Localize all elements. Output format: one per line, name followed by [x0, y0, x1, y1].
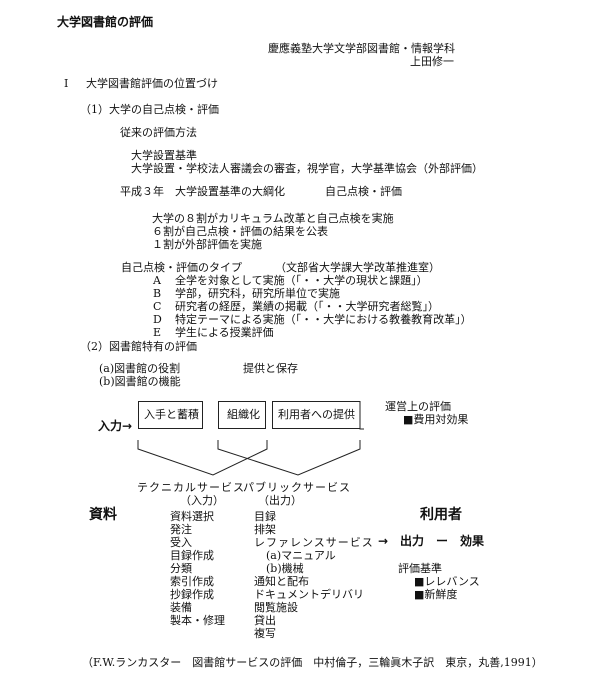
stat-item: ６割が自己点検・評価の結果を公表 [152, 225, 328, 238]
library-function: (b)図書館の機能 [99, 375, 181, 388]
criteria-item: ■レレバンス [414, 575, 480, 588]
heisei-label: 平成３年 大学設置基準の大綱化 [120, 185, 285, 198]
conventional-label: 従来の評価方法 [120, 126, 197, 139]
public-item: 通知と配布 [254, 575, 309, 588]
type-text: 学生による授業評価 [175, 326, 274, 339]
public-service-sub: （出力） [258, 494, 302, 507]
citation: （F.W.ランカスター 図書館サービスの評価 中村倫子，三輪眞木子訳 東京，丸善… [82, 656, 543, 669]
public-service-label: パブリックサービス [243, 481, 351, 494]
public-item: 目録 [254, 510, 276, 523]
type-text: 特定テーマによる実施（「・・大学における教養教育改革」） [175, 313, 472, 326]
public-item: 複写 [254, 627, 276, 640]
technical-item: 受入 [170, 536, 192, 549]
users-label: 利用者 [420, 507, 462, 523]
technical-bracket [137, 440, 268, 476]
operational-eval-item: ■費用対効果 [403, 413, 469, 426]
technical-service-label: テクニカルサービス [137, 481, 245, 494]
subsection-2-heading: （2）図書館特有の評価 [80, 340, 197, 353]
public-item: ドキュメントデリバリ [254, 588, 364, 601]
public-item: (a)マニュアル [266, 549, 336, 562]
technical-service-sub: （入力） [180, 494, 224, 507]
technical-item: 発注 [170, 523, 192, 536]
public-items-list: 目録 排架 レファレンスサービス (a)マニュアル (b)機械 通知と配布 ドキ… [254, 510, 374, 640]
box-user-provision: 利用者への提供 [272, 401, 360, 429]
technical-item: 製本・修理 [170, 614, 225, 627]
author-affiliation: 慶應義塾大学文学部図書館・情報学科 [268, 42, 455, 55]
conventional-item: 大学設置・学校法人審議会の審査，視学官，大学基準協会（外部評価） [131, 162, 483, 175]
type-text: 学部，研究科，研究所単位で実施 [175, 287, 340, 300]
library-role-value: 提供と保存 [243, 362, 298, 375]
types-label: 自己点検・評価のタイプ [121, 261, 242, 274]
public-bracket [217, 440, 361, 476]
technical-item: 目録作成 [170, 549, 214, 562]
public-item: レファレンスサービス [254, 536, 374, 549]
author-name: 上田修一 [410, 55, 454, 68]
box-right-edge [359, 401, 364, 430]
criteria-item: ■新鮮度 [414, 588, 458, 601]
conventional-item: 大学設置基準 [131, 149, 197, 162]
section-heading: 大学図書館評価の位置づけ [86, 77, 218, 90]
library-role: (a)図書館の役割 [99, 362, 181, 375]
public-item: (b)機械 [266, 562, 304, 575]
subsection-1-heading: （1）大学の自己点検・評価 [80, 103, 219, 116]
type-letter: C [153, 300, 162, 313]
type-letter: B [153, 287, 162, 300]
technical-item: 分類 [170, 562, 192, 575]
materials-label: 資料 [89, 507, 117, 523]
technical-item: 資料選択 [170, 510, 214, 523]
operational-eval-label: 運営上の評価 [385, 400, 451, 413]
box-acquisition: 入手と蓄積 [138, 401, 203, 429]
output-flow: → 出力 ー 効果 [378, 534, 485, 548]
stat-item: 大学の８割がカリキュラム改革と自己点検を実施 [152, 212, 394, 225]
type-text: 研究者の経歴，業績の掲載（「・・大学研究者総覧」） [175, 300, 439, 313]
document-title: 大学図書館の評価 [57, 15, 154, 29]
types-source: （文部省大学課大学改革推進室） [275, 261, 440, 274]
input-label: 入力→ [98, 419, 133, 433]
type-letter: E [153, 326, 162, 339]
technical-items-list: 資料選択 発注 受入 目録作成 分類 索引作成 抄録作成 装備 製本・修理 [170, 510, 225, 627]
section-numeral: I [64, 77, 69, 90]
type-letter: D [153, 313, 162, 326]
stat-item: １割が外部評価を実施 [152, 238, 262, 251]
criteria-label: 評価基準 [398, 562, 442, 575]
type-text: 全学を対象として実施（「・・大学の現状と課題」） [175, 274, 428, 287]
technical-item: 抄録作成 [170, 588, 214, 601]
technical-item: 索引作成 [170, 575, 214, 588]
public-item: 貸出 [254, 614, 276, 627]
heisei-result: 自己点検・評価 [325, 185, 402, 198]
box-organization: 組織化 [218, 401, 266, 429]
public-item: 排架 [254, 523, 276, 536]
type-letter: A [153, 274, 161, 287]
technical-item: 装備 [170, 601, 192, 614]
public-item: 閲覧施設 [254, 601, 298, 614]
